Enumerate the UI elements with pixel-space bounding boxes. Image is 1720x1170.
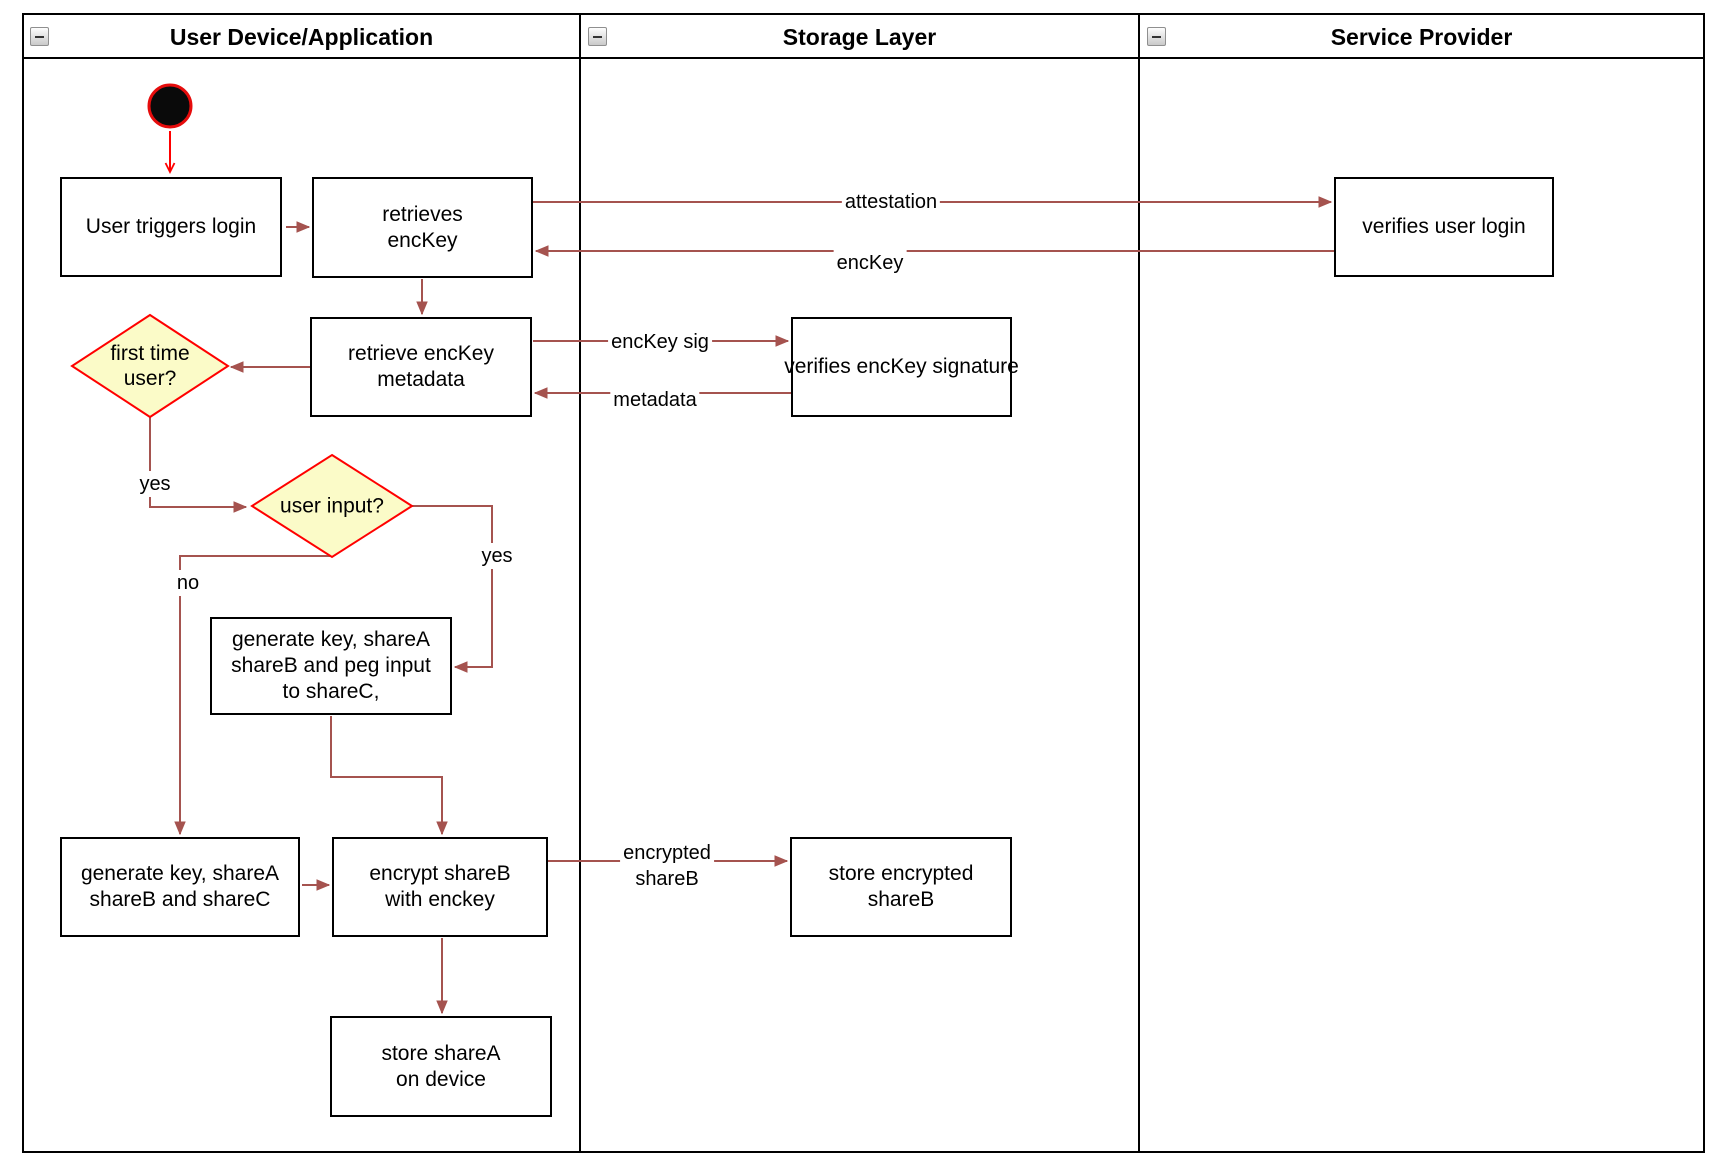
- decision-first-time-user[interactable]: [70, 313, 230, 419]
- node-retrieves-enckey[interactable]: retrieves encKey: [312, 177, 533, 278]
- lane-title-text: User Device/Application: [169, 23, 434, 50]
- edge-label-metadata: metadata: [610, 387, 700, 413]
- node-encrypt-shareb[interactable]: encrypt shareB with enckey: [332, 837, 548, 937]
- edge-label-enckey-sig: encKey sig: [608, 329, 712, 355]
- node-label: store shareA: [381, 1041, 501, 1065]
- node-label: store encrypted: [828, 862, 974, 885]
- node-generate-key-sharec[interactable]: generate key, shareA shareB and shareC: [60, 837, 300, 937]
- node-label: verifies encKey signature: [784, 355, 1019, 378]
- collapse-minus-icon[interactable]: [30, 27, 49, 46]
- decision-label-user-input: user input?: [280, 494, 384, 519]
- node-store-sharea[interactable]: store shareA on device: [330, 1016, 552, 1117]
- decision-label-text: user?: [123, 367, 177, 390]
- node-label: on device: [396, 1067, 486, 1091]
- node-label: encKey: [387, 228, 458, 252]
- node-verifies-user-login[interactable]: verifies user login: [1334, 177, 1554, 277]
- edge-userinput-no: [180, 555, 332, 834]
- edge-label-no-user-input: no: [173, 570, 203, 596]
- edge-firsttime-yes: [149, 417, 246, 507]
- decision-label-text: user input?: [280, 494, 384, 518]
- collapse-minus-icon[interactable]: [1147, 27, 1166, 46]
- node-user-triggers-login[interactable]: User triggers login: [60, 177, 282, 277]
- lane-title-service-provider: Service Provider: [1139, 16, 1704, 58]
- decision-label-first-time-user: first time user?: [110, 341, 189, 391]
- collapse-minus-icon[interactable]: [588, 27, 607, 46]
- node-label: shareB and shareC: [89, 888, 271, 911]
- node-label: User triggers login: [85, 215, 257, 238]
- node-label: to shareC,: [282, 680, 380, 703]
- minus-glyph: [593, 35, 602, 38]
- pool-border: [22, 13, 1705, 1153]
- lane-title-user-device: User Device/Application: [23, 16, 580, 58]
- edge-label-yes-user-input: yes: [478, 543, 516, 569]
- decision-label-text: first time: [110, 342, 190, 365]
- lane-title-text: Service Provider: [1330, 23, 1513, 50]
- edge-label-enckey: encKey: [833, 250, 907, 276]
- minus-glyph: [35, 35, 44, 38]
- edge-userinput-yes: [412, 505, 493, 667]
- node-label: with enckey: [385, 888, 495, 911]
- node-label: generate key, shareA: [231, 628, 431, 651]
- lane-title-storage-layer: Storage Layer: [580, 16, 1139, 58]
- start-node[interactable]: [147, 83, 193, 129]
- edge-peg-to-encrypt: [330, 716, 442, 834]
- lane-title-text: Storage Layer: [782, 23, 937, 50]
- edge-label-yes-first-time: yes: [136, 471, 174, 497]
- minus-glyph: [1152, 35, 1161, 38]
- decision-user-input[interactable]: [250, 453, 414, 559]
- node-verifies-enckey-signature[interactable]: verifies encKey signature: [784, 317, 1019, 417]
- node-label: retrieve encKey: [348, 342, 494, 365]
- edge-label-text: encrypted: [623, 842, 711, 864]
- edge-label-encrypted-shareb: encrypted shareB: [620, 840, 714, 892]
- node-label: metadata: [377, 368, 465, 391]
- node-label: shareB: [867, 888, 935, 911]
- node-label: retrieves: [382, 202, 463, 226]
- node-store-encrypted-shareb[interactable]: store encrypted shareB: [790, 837, 1012, 937]
- node-generate-key-peg-input[interactable]: generate key, shareA shareB and peg inpu…: [210, 617, 452, 715]
- node-label: generate key, shareA: [80, 862, 280, 885]
- node-label: verifies user login: [1362, 215, 1526, 238]
- edge-label-attestation: attestation: [841, 189, 941, 215]
- edge-label-text: shareB: [635, 868, 699, 890]
- node-retrieve-enckey-metadata[interactable]: retrieve encKey metadata: [310, 317, 532, 417]
- node-label: shareB and peg input: [231, 654, 431, 677]
- node-label: encrypt shareB: [369, 862, 511, 885]
